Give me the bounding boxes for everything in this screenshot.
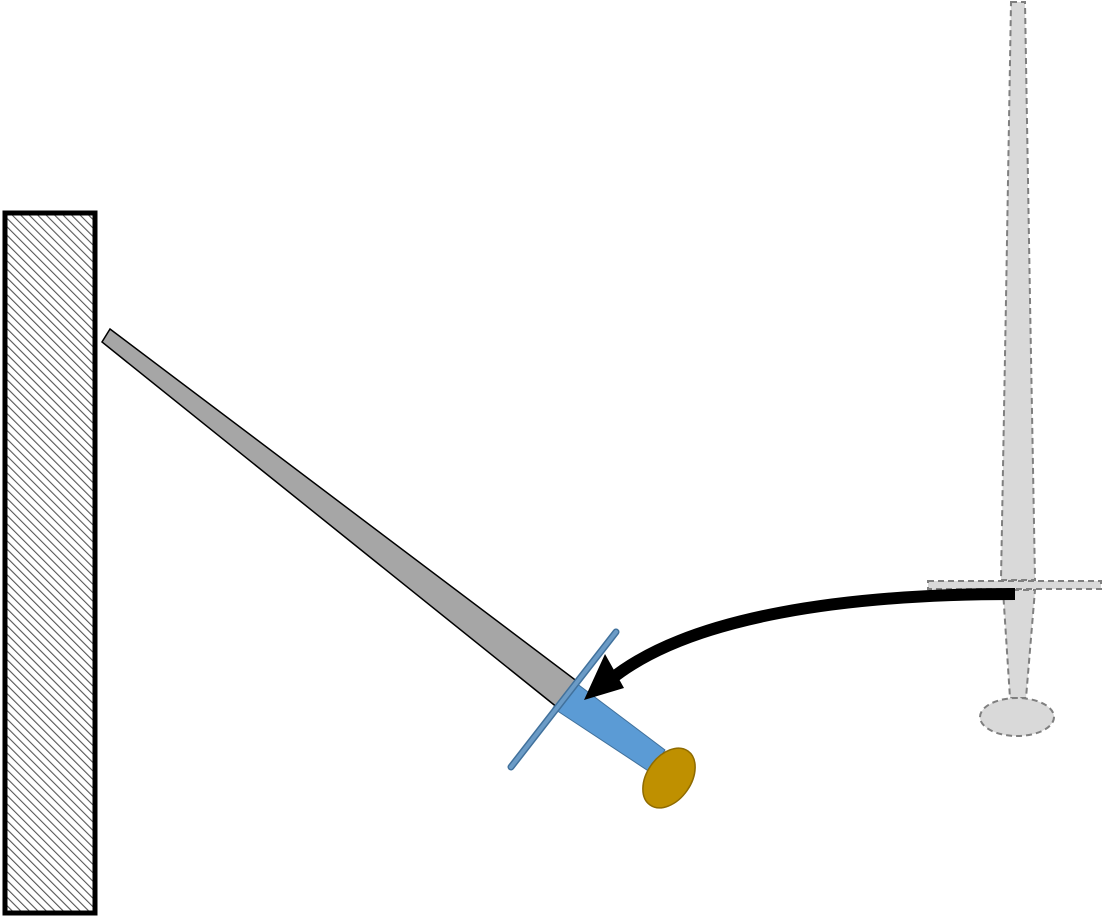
leaning-sword bbox=[101, 327, 696, 809]
ghost-sword-pommel bbox=[979, 697, 1055, 737]
rotation-arrow bbox=[584, 588, 1016, 700]
leaning-sword-pommel bbox=[642, 747, 696, 809]
rotation-arrow-head bbox=[584, 654, 624, 700]
leaning-sword-blade bbox=[101, 327, 580, 710]
rotation-arrow-shaft bbox=[606, 588, 1016, 685]
leaning-sword-guard-fill bbox=[509, 630, 618, 769]
ghost-sword-blade bbox=[999, 0, 1037, 581]
ghost-sword-guard bbox=[927, 580, 1102, 590]
wall bbox=[2, 210, 98, 916]
ghost-sword-grip bbox=[1001, 589, 1037, 699]
ghost-sword bbox=[927, 0, 1102, 737]
